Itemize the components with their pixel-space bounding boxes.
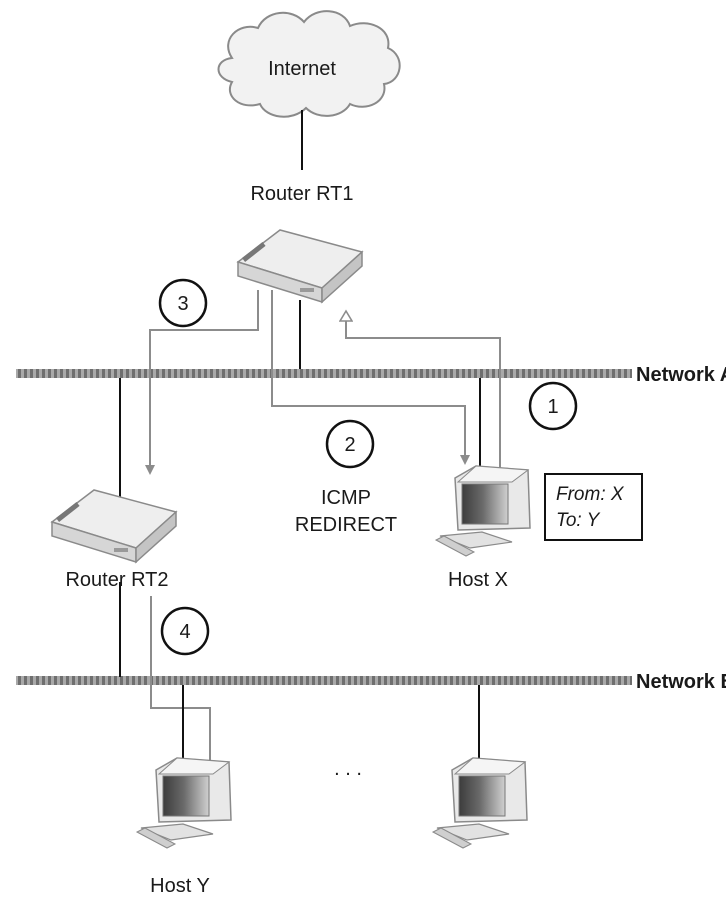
step-1-badge: 1 [528, 381, 578, 431]
host-y-computer-icon [135, 757, 232, 849]
step-1-number: 1 [547, 396, 558, 418]
step-2-badge: 2 [325, 419, 375, 469]
packet-path-hostx-to-rt1 [346, 312, 501, 485]
router-rt1-label: Router RT1 [250, 183, 353, 205]
icmp-label-line1: ICMP [321, 487, 371, 509]
icmp-redirect-path [271, 290, 470, 465]
host-x-computer-icon [434, 465, 531, 557]
icmp-label-line2: REDIRECT [295, 514, 397, 536]
internet-label: Internet [268, 58, 336, 80]
internet-cloud: Internet [217, 10, 401, 118]
host-y-label: Host Y [150, 875, 210, 897]
host-x-label: Host X [448, 569, 508, 591]
network-b-label: Network B [636, 671, 726, 693]
packet-path-rt1-to-rt2 [145, 290, 259, 475]
host-3-computer-icon [431, 757, 528, 849]
network-a-label: Network A [636, 364, 726, 386]
packet-path-rt2-to-hosty [150, 596, 215, 773]
network-a-bus [16, 369, 632, 378]
network-b-bus [16, 676, 632, 685]
ellipsis-label: . . . [334, 758, 362, 780]
step-3-number: 3 [177, 293, 188, 315]
step-2-number: 2 [344, 434, 355, 456]
step-4-badge: 4 [160, 606, 210, 656]
router-rt1-icon [236, 229, 364, 304]
router-rt2-label: Router RT2 [65, 569, 168, 591]
packet-note: From: X To: Y [544, 473, 643, 541]
step-3-badge: 3 [158, 278, 208, 328]
step-4-number: 4 [179, 621, 190, 643]
router-rt2-icon [50, 489, 178, 564]
packet-note-from: From: X [556, 484, 625, 505]
packet-note-to: To: Y [556, 510, 601, 531]
